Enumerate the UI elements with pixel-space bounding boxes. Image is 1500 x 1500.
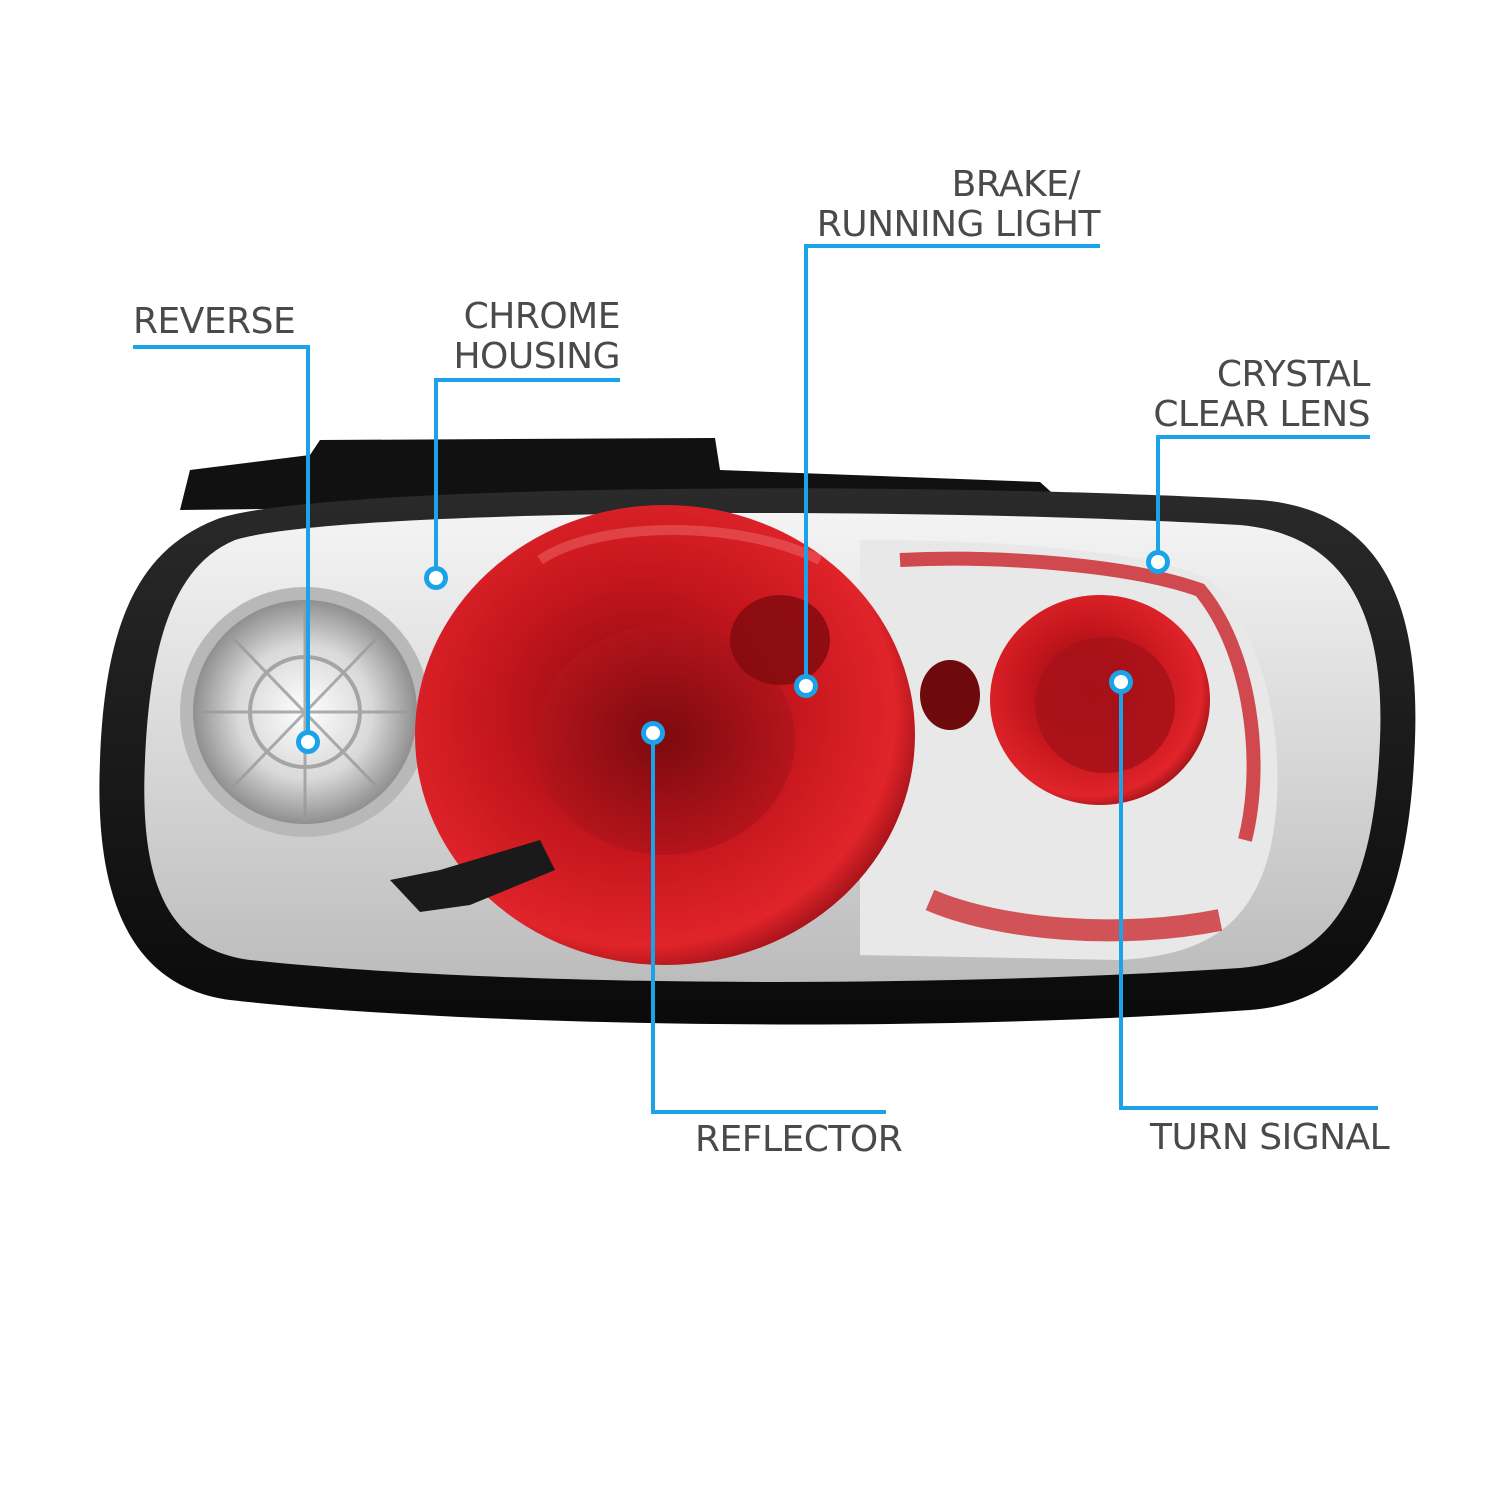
callout-dot-center-reflector xyxy=(646,726,660,740)
label-chrome-housing-line1: CHROME xyxy=(463,296,621,337)
label-reverse: REVERSE xyxy=(133,301,296,342)
callout-dot-center-turn-signal xyxy=(1114,675,1128,689)
callout-dot-center-reverse xyxy=(301,735,315,749)
callout-line-crystal-clear-lens xyxy=(1156,435,1370,562)
callout-dot-center-crystal-clear-lens xyxy=(1151,555,1165,569)
callout-line-reverse xyxy=(133,345,310,742)
callout-line-chrome-housing xyxy=(434,378,620,578)
connector xyxy=(390,840,555,912)
callout-line-brake-running xyxy=(804,244,1100,686)
label-brake-line2: RUNNING LIGHT xyxy=(816,204,1101,245)
callout-line-turn-signal xyxy=(1119,682,1378,1110)
callout-dot-center-chrome-housing xyxy=(429,571,443,585)
label-crystal-line2: CLEAR LENS xyxy=(1153,394,1370,435)
callout-line-reflector xyxy=(651,733,886,1114)
label-reflector: REFLECTOR xyxy=(695,1119,903,1160)
label-crystal-line1: CRYSTAL xyxy=(1216,354,1371,395)
callout-dot-center-brake-running xyxy=(799,679,813,693)
label-chrome-housing-line2: HOUSING xyxy=(453,336,620,377)
label-brake-line1: BRAKE/ xyxy=(951,164,1081,205)
label-turn-signal: TURN SIGNAL xyxy=(1150,1117,1390,1158)
